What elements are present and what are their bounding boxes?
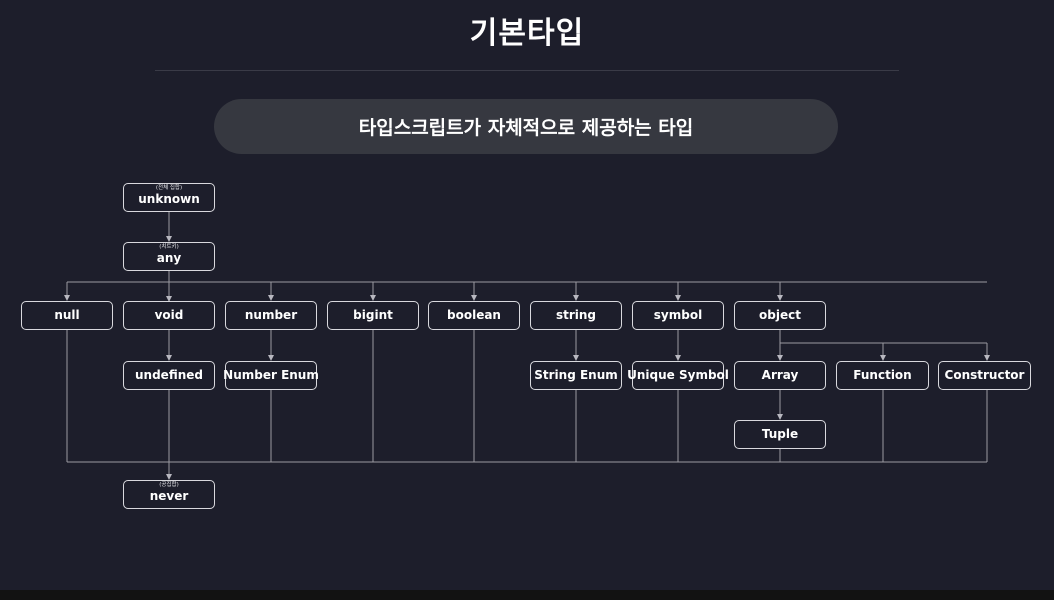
bigint-label: bigint xyxy=(353,308,393,322)
node-function: Function xyxy=(836,361,929,390)
array-label: Array xyxy=(761,368,799,382)
any-note: (치트키) xyxy=(159,244,179,250)
void-label: void xyxy=(154,308,184,322)
number-label: number xyxy=(244,308,298,322)
subtitle-text: 타입스크립트가 자체적으로 제공하는 타입 xyxy=(358,117,694,139)
node-number-enum: Number Enum xyxy=(223,361,319,390)
subtitle-pill: 타입스크립트가 자체적으로 제공하는 타입 xyxy=(214,99,838,154)
function-label: Function xyxy=(853,368,912,382)
node-number: number xyxy=(225,301,317,330)
unique-symbol-label: Unique Symbol xyxy=(627,368,729,382)
number-enum-label: Number Enum xyxy=(223,368,319,382)
node-void: void xyxy=(123,301,215,330)
never-note: (공집합) xyxy=(159,482,179,488)
node-never: (공집합) never xyxy=(123,480,215,509)
node-array: Array xyxy=(734,361,826,390)
node-null: null xyxy=(21,301,113,330)
node-unique-symbol: Unique Symbol xyxy=(627,361,729,390)
never-label: never xyxy=(149,489,189,503)
node-object: object xyxy=(734,301,826,330)
node-undefined: undefined xyxy=(123,361,215,390)
node-symbol: symbol xyxy=(632,301,724,330)
object-label: object xyxy=(759,308,801,322)
null-label: null xyxy=(54,308,80,322)
tuple-label: Tuple xyxy=(761,427,799,441)
node-unknown: (전체 집합) unknown xyxy=(123,183,215,212)
constructor-label: Constructor xyxy=(944,368,1025,382)
node-any: (치트키) any xyxy=(123,242,215,271)
bottom-band xyxy=(0,590,1054,600)
title-divider xyxy=(155,70,899,71)
undefined-label: undefined xyxy=(135,368,203,382)
node-constructor: Constructor xyxy=(938,361,1031,390)
string-label: string xyxy=(555,308,597,322)
node-bigint: bigint xyxy=(327,301,419,330)
node-boolean: boolean xyxy=(428,301,520,330)
node-string-enum: String Enum xyxy=(530,361,622,390)
page-title: 기본타입 xyxy=(469,16,585,51)
any-label: any xyxy=(156,251,182,265)
node-string: string xyxy=(530,301,622,330)
unknown-note: (전체 집합) xyxy=(155,185,183,191)
node-tuple: Tuple xyxy=(734,420,826,449)
boolean-label: boolean xyxy=(447,308,501,322)
symbol-label: symbol xyxy=(653,308,703,322)
unknown-label: unknown xyxy=(138,192,200,206)
string-enum-label: String Enum xyxy=(534,368,618,382)
